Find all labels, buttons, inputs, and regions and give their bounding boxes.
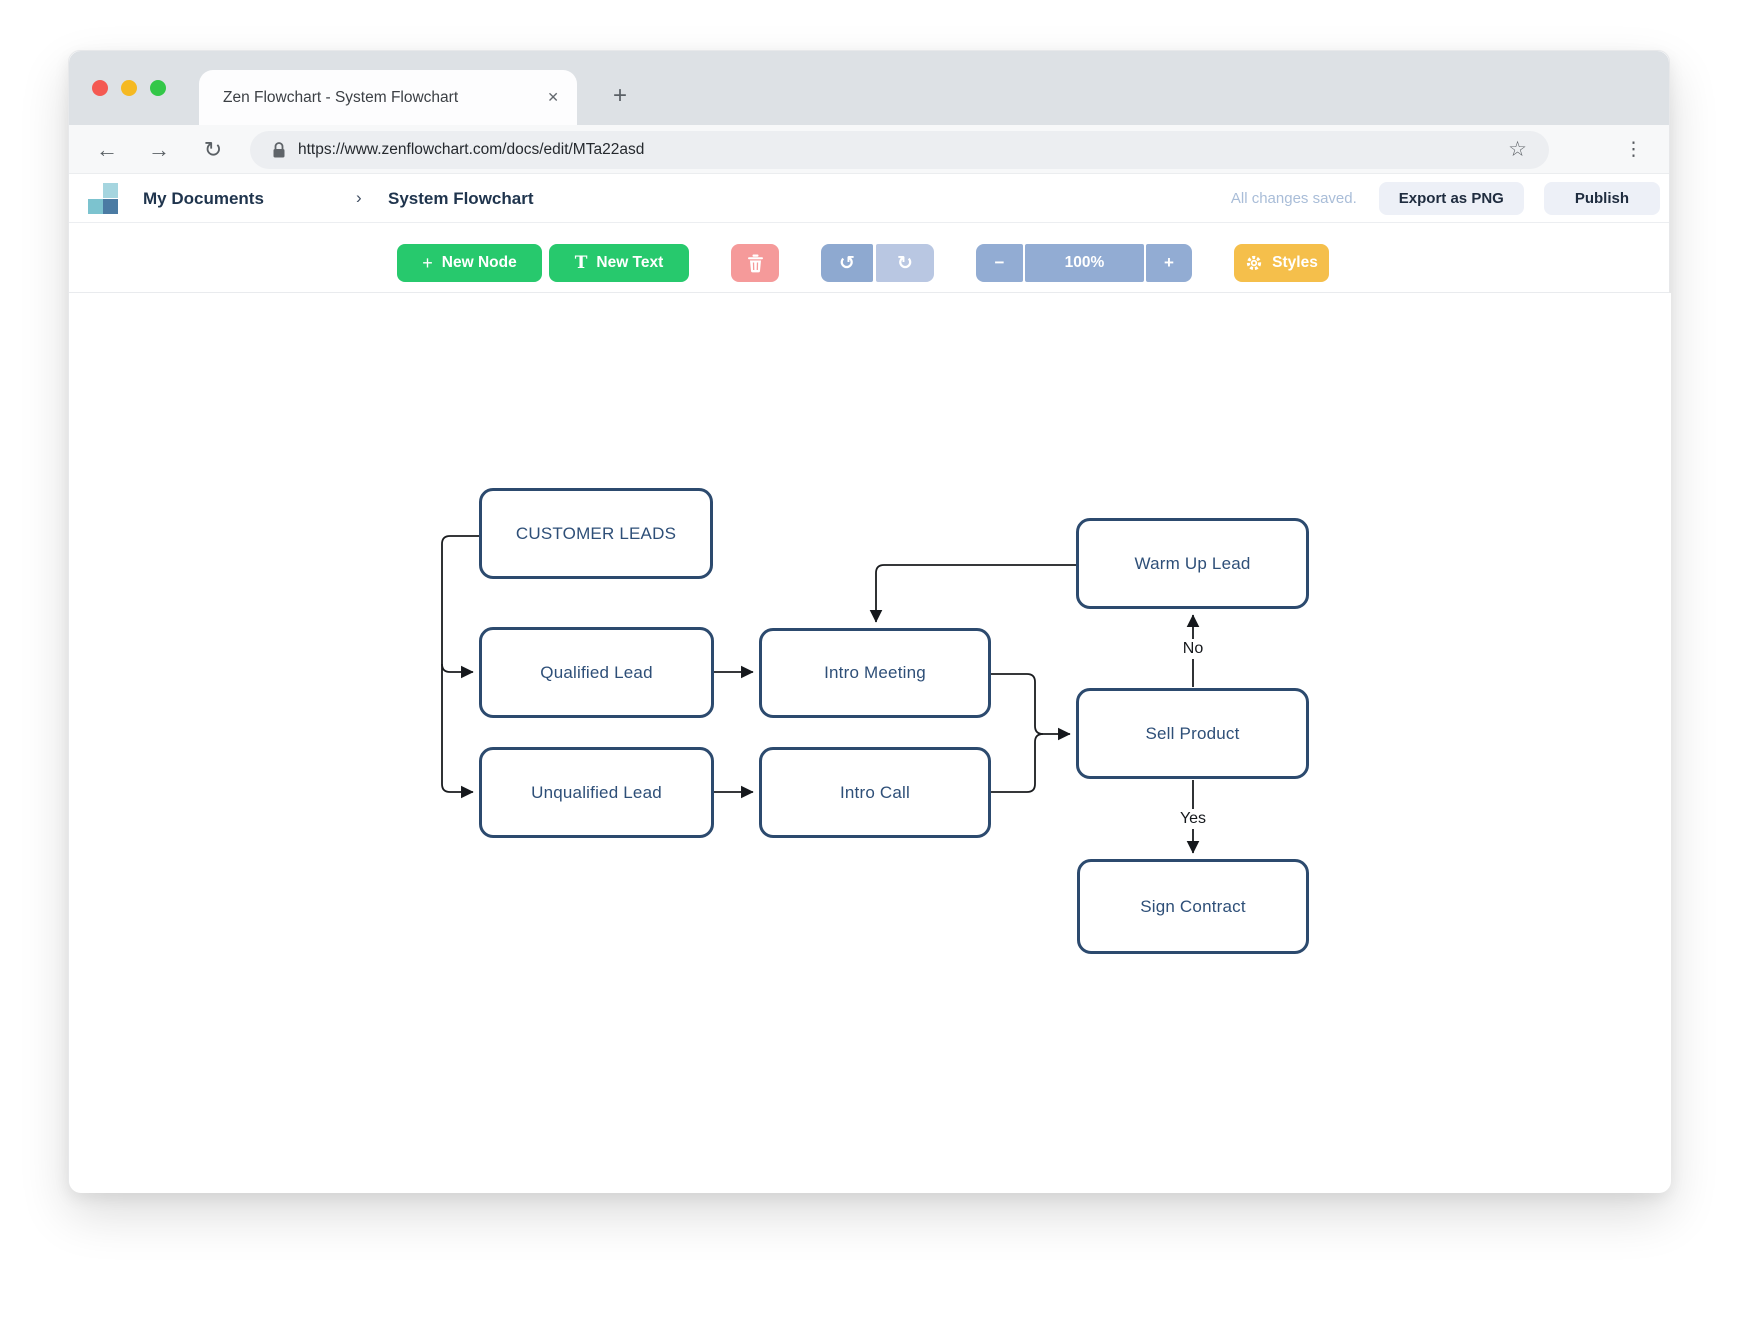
browser-menu-icon[interactable]: ⋮: [1624, 139, 1643, 160]
edge-label-yes: Yes: [1174, 809, 1212, 829]
plus-icon: +: [422, 252, 433, 273]
node-sign-contract[interactable]: Sign Contract: [1077, 859, 1309, 954]
tab-bar: Zen Flowchart - System Flowchart ✕ +: [69, 51, 1669, 125]
url-bar[interactable]: https://www.zenflowchart.com/docs/edit/M…: [250, 131, 1549, 169]
new-tab-icon[interactable]: +: [612, 82, 627, 109]
editor-toolbar: + New Node T New Text ↺ ↻ − 100%: [69, 223, 1669, 293]
lock-icon: [273, 142, 285, 158]
redo-icon: ↻: [897, 252, 913, 274]
export-png-button[interactable]: Export as PNG: [1378, 182, 1524, 215]
zoom-in-button[interactable]: +: [1146, 244, 1192, 282]
node-customer-leads[interactable]: CUSTOMER LEADS: [479, 488, 713, 579]
node-intro-call[interactable]: Intro Call: [759, 747, 991, 838]
breadcrumb-my-documents[interactable]: My Documents: [143, 189, 264, 208]
text-icon: T: [574, 253, 588, 273]
flowchart-canvas[interactable]: CUSTOMER LEADS Qualified Lead Unqualifie…: [69, 293, 1671, 1193]
maximize-window-button[interactable]: [150, 80, 166, 96]
redo-button[interactable]: ↻: [876, 244, 934, 282]
tab-title: Zen Flowchart - System Flowchart: [223, 89, 459, 106]
node-warm-up-lead[interactable]: Warm Up Lead: [1076, 518, 1309, 609]
breadcrumb-document-title[interactable]: System Flowchart: [388, 189, 534, 208]
publish-button[interactable]: Publish: [1543, 182, 1660, 215]
gear-icon: [1247, 255, 1262, 271]
minimize-window-button[interactable]: [121, 80, 137, 96]
new-node-button[interactable]: + New Node: [397, 244, 542, 282]
save-status: All changes saved.: [1230, 190, 1357, 207]
node-intro-meeting[interactable]: Intro Meeting: [759, 628, 991, 718]
app-header: My Documents › System Flowchart All chan…: [69, 174, 1669, 223]
zoom-level: 100%: [1025, 244, 1144, 282]
close-tab-icon[interactable]: ✕: [547, 89, 559, 105]
breadcrumb-chevron-icon: ›: [356, 188, 362, 207]
browser-window: Zen Flowchart - System Flowchart ✕ + ← →…: [68, 50, 1671, 1193]
bookmark-star-icon[interactable]: ☆: [1508, 138, 1527, 161]
edge-label-no: No: [1177, 639, 1209, 659]
styles-label: Styles: [1272, 254, 1318, 271]
close-window-button[interactable]: [92, 80, 108, 96]
new-text-button[interactable]: T New Text: [549, 244, 689, 282]
undo-button[interactable]: ↺: [821, 244, 873, 282]
node-sell-product[interactable]: Sell Product: [1076, 688, 1309, 779]
back-icon[interactable]: ←: [96, 137, 118, 162]
browser-toolbar: ← → ↻ https://www.zenflowchart.com/docs/…: [69, 125, 1669, 174]
trash-icon: [747, 254, 763, 272]
zenflowchart-logo[interactable]: [88, 183, 118, 214]
url-text: https://www.zenflowchart.com/docs/edit/M…: [298, 141, 645, 158]
node-qualified-lead[interactable]: Qualified Lead: [479, 627, 714, 718]
new-node-label: New Node: [441, 254, 517, 271]
styles-button[interactable]: Styles: [1234, 244, 1329, 282]
reload-icon[interactable]: ↻: [203, 137, 223, 162]
browser-tab[interactable]: Zen Flowchart - System Flowchart ✕: [199, 70, 577, 125]
new-text-label: New Text: [596, 254, 664, 271]
forward-icon[interactable]: →: [148, 137, 170, 162]
plus-icon: +: [1164, 253, 1174, 272]
node-unqualified-lead[interactable]: Unqualified Lead: [479, 747, 714, 838]
undo-icon: ↺: [839, 252, 855, 274]
minus-icon: −: [994, 253, 1005, 272]
flowchart-edges: [441, 535, 1200, 854]
delete-button[interactable]: [731, 244, 779, 282]
zoom-out-button[interactable]: −: [976, 244, 1023, 282]
